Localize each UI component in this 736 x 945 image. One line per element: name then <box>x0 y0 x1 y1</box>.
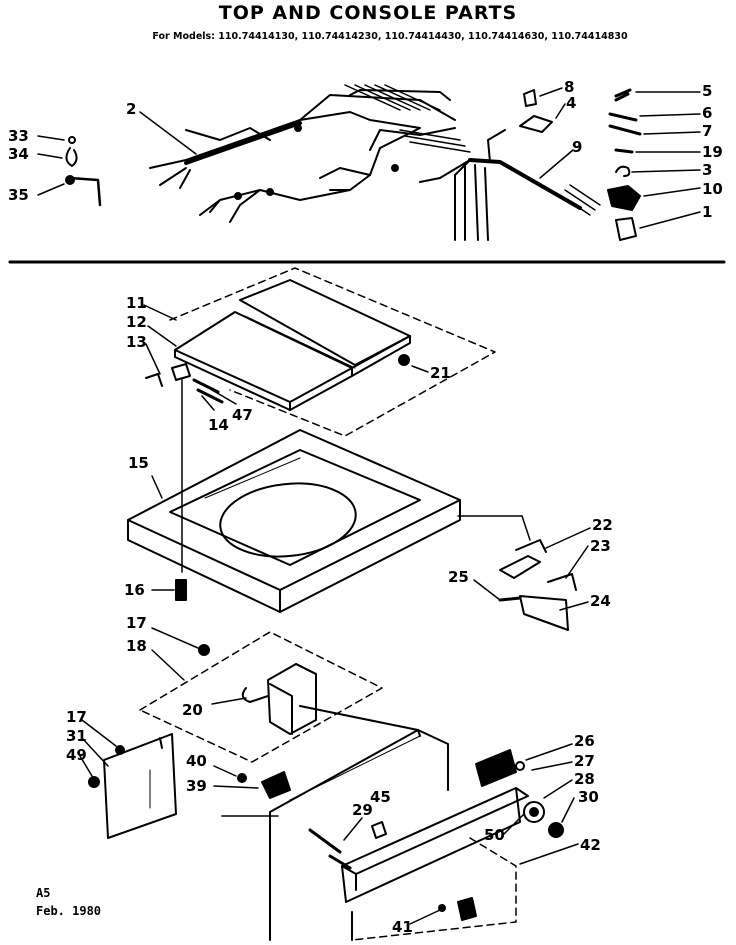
label-21: 21 <box>430 364 451 382</box>
part-29 <box>308 828 352 870</box>
label-31: 31 <box>66 727 87 745</box>
bracket-39-40 <box>237 771 291 799</box>
label-5: 5 <box>702 82 712 100</box>
wire-harness-9 <box>419 129 601 241</box>
label-24: 24 <box>590 592 611 610</box>
part-16 <box>175 579 187 601</box>
top-panel-15 <box>127 429 461 613</box>
label-33: 33 <box>8 127 29 145</box>
label-34: 34 <box>8 145 29 163</box>
label-27: 27 <box>574 752 595 770</box>
label-6: 6 <box>702 104 712 122</box>
label-17-side: 17 <box>66 708 87 726</box>
control-panel-42 <box>341 787 529 903</box>
part-21 <box>398 354 410 366</box>
label-11: 11 <box>126 294 147 312</box>
timer-20 <box>241 663 317 735</box>
label-1: 1 <box>702 203 712 221</box>
label-19: 19 <box>702 143 723 161</box>
part-49 <box>88 776 100 788</box>
leader-2 <box>139 111 197 155</box>
label-2: 2 <box>126 100 136 118</box>
label-26: 26 <box>574 732 595 750</box>
part-4 <box>519 115 553 133</box>
hinge-12 <box>171 363 191 381</box>
label-4: 4 <box>566 94 576 112</box>
label-50: 50 <box>484 826 505 844</box>
label-42: 42 <box>580 836 601 854</box>
footer-date-text: Feb. 1980 <box>36 904 102 918</box>
label-28: 28 <box>574 770 595 788</box>
label-7: 7 <box>702 122 712 140</box>
knob-41 <box>457 897 477 921</box>
label-14: 14 <box>208 416 229 434</box>
part-8 <box>523 89 537 107</box>
label-49: 49 <box>66 746 87 764</box>
label-39: 39 <box>186 777 207 795</box>
label-40: 40 <box>186 752 207 770</box>
label-13: 13 <box>126 333 147 351</box>
label-45: 45 <box>370 788 391 806</box>
label-29: 29 <box>352 801 373 819</box>
label-18: 18 <box>126 637 147 655</box>
part-45 <box>371 821 387 839</box>
footer-date: A5 Feb. 1980 <box>36 884 101 920</box>
lid-dashed-outline <box>169 267 496 437</box>
label-20: 20 <box>182 701 203 719</box>
model-numbers: For Models: 110.74414130, 110.74414230, … <box>152 31 628 42</box>
diagram-title: TOP AND CONSOLE PARTS <box>218 2 518 24</box>
label-30: 30 <box>578 788 599 806</box>
label-47: 47 <box>232 406 253 424</box>
label-15: 15 <box>128 454 149 472</box>
footer-code: A5 <box>36 886 51 900</box>
part-13 <box>145 373 163 387</box>
part-number-labels: 2 33 34 35 8 4 9 5 6 7 19 3 10 1 11 12 1… <box>8 78 723 936</box>
label-35: 35 <box>8 186 29 204</box>
label-3: 3 <box>702 161 712 179</box>
label-25: 25 <box>448 568 469 586</box>
lid-11 <box>174 279 411 411</box>
label-17-top: 17 <box>126 614 147 632</box>
switch-assembly-22-25 <box>498 539 577 631</box>
label-9: 9 <box>572 138 582 156</box>
label-8: 8 <box>564 78 574 96</box>
wire-harness-2 <box>149 84 471 223</box>
label-41: 41 <box>392 918 413 936</box>
label-22: 22 <box>592 516 613 534</box>
console-knobs <box>475 749 564 838</box>
parts-33-35 <box>65 136 102 207</box>
part-17-screw <box>198 644 210 656</box>
label-23: 23 <box>590 537 611 555</box>
small-parts-column <box>607 88 642 241</box>
part-47 <box>192 378 224 404</box>
console-body <box>269 705 449 941</box>
panel-dashed-outline <box>351 837 517 941</box>
side-panel-31 <box>103 733 177 839</box>
label-16: 16 <box>124 581 145 599</box>
label-10: 10 <box>702 180 723 198</box>
label-12: 12 <box>126 313 147 331</box>
timer-dashed-outline <box>139 631 383 763</box>
